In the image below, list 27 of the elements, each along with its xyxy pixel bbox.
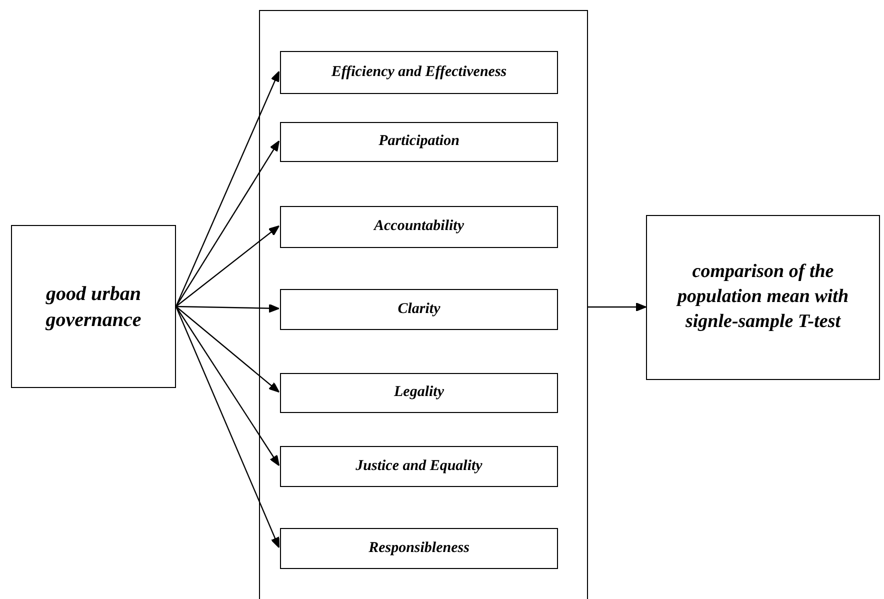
box-label: Efficiency and Effectiveness (330, 62, 508, 82)
box-label: Participation (378, 132, 460, 152)
arrow (176, 306, 280, 392)
arrow (176, 306, 280, 466)
group-box (259, 10, 588, 599)
concept-box (280, 446, 558, 487)
concept-box (280, 206, 558, 248)
concept-box (280, 373, 558, 413)
arrow (176, 226, 280, 307)
box-label: Justice and Equality (354, 456, 484, 476)
arrow (175, 306, 280, 548)
box-label: Legality (393, 383, 445, 402)
arrow (175, 71, 280, 307)
concept-box (280, 51, 558, 94)
box-label: good urban governance (44, 282, 142, 332)
box-label: Accountability (372, 217, 465, 236)
concept-box (646, 215, 880, 380)
box-label: Responsibleness (368, 538, 470, 558)
concept-box (280, 528, 558, 569)
concept-box (280, 289, 558, 330)
arrow (176, 304, 280, 313)
arrow (588, 302, 646, 312)
concept-box (280, 122, 558, 162)
concept-box (11, 225, 176, 388)
box-label: Clarity (396, 300, 442, 319)
arrow (176, 140, 280, 307)
box-label: comparison of the population mean with signle-sample T-test (675, 260, 850, 334)
